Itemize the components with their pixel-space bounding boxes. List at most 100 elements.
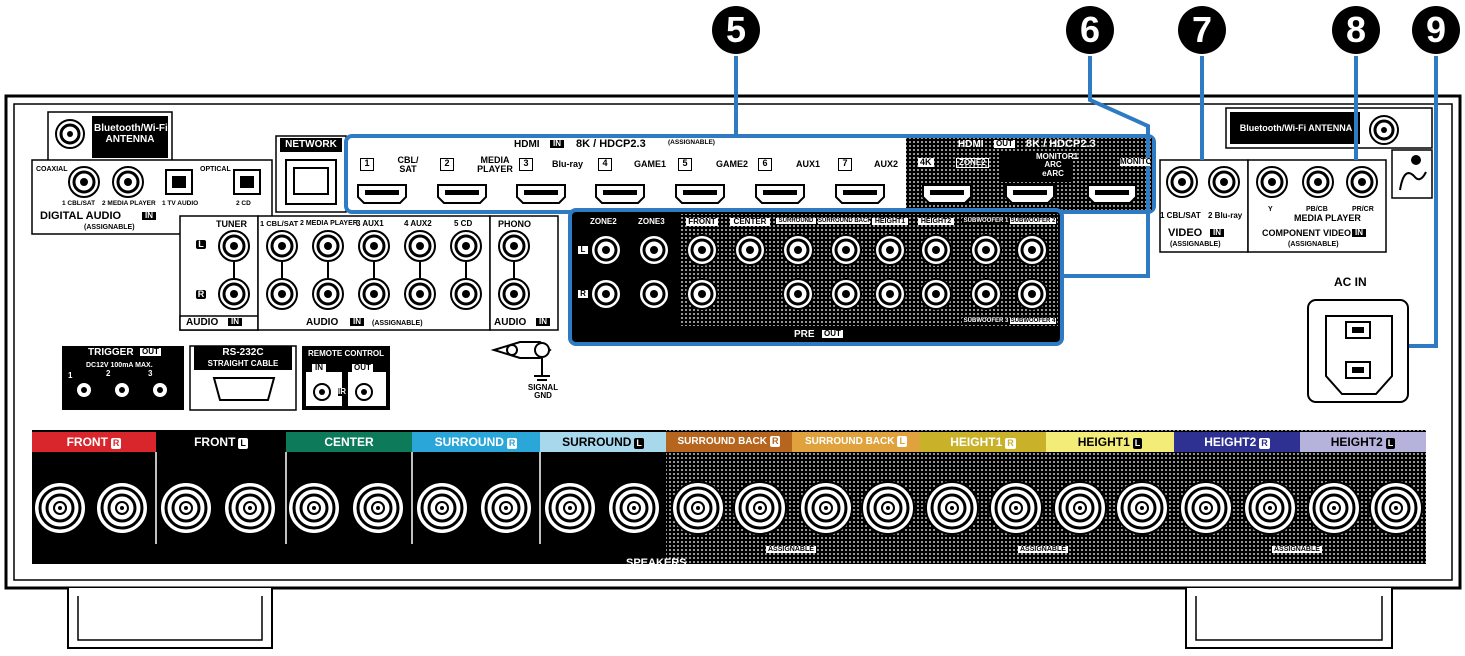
speaker-group-label: HEIGHT1 bbox=[1077, 435, 1130, 449]
digital-port-2: 2 MEDIA PLAYER bbox=[102, 200, 156, 207]
component-sub: (ASSIGNABLE) bbox=[1288, 241, 1339, 248]
audio-port-4: 4 AUX2 bbox=[404, 219, 432, 228]
hdmi-out-title: HDMI bbox=[958, 139, 984, 150]
digital-audio-in-badge: IN bbox=[142, 211, 156, 221]
pre-out-title: PRE bbox=[794, 329, 815, 340]
speakers-title: SPEAKERS bbox=[626, 557, 687, 569]
speaker-group-label: FRONT bbox=[194, 435, 236, 449]
speaker-group-label: HEIGHT1 bbox=[950, 435, 1003, 449]
component-port-y: Y bbox=[1268, 206, 1273, 213]
component-port-pb: PB/CB bbox=[1306, 206, 1328, 213]
trigger-num-3: 3 bbox=[148, 369, 153, 378]
pre-out-badge: OUT bbox=[822, 329, 843, 339]
rs232c-sub: STRAIGHT CABLE bbox=[207, 359, 279, 368]
hdmi-in-title: HDMI bbox=[514, 139, 540, 150]
pre-front: FRONT bbox=[686, 217, 718, 227]
hdmi-port-3-num: 3 bbox=[519, 158, 533, 171]
phono-in-badge: IN bbox=[536, 317, 550, 327]
speaker-group-label: CENTER bbox=[324, 435, 374, 449]
ac-in-label: AC IN bbox=[1334, 275, 1367, 289]
pre-sub2: SUBWOOFER 2 bbox=[1010, 218, 1056, 225]
callout-6: 6 bbox=[1066, 6, 1114, 54]
digital-port-1: 1 CBL/SAT bbox=[62, 200, 96, 207]
trigger-title: TRIGGER bbox=[88, 347, 134, 358]
network-label: NETWORK bbox=[285, 139, 337, 150]
hdmi-port-3-name: Blu-ray bbox=[552, 159, 584, 169]
speaker-side-badge: R bbox=[1005, 438, 1016, 449]
speaker-side-badge: L bbox=[238, 438, 248, 449]
hdmi-in-badge: IN bbox=[550, 139, 564, 149]
speaker-group-label: SURROUND bbox=[434, 435, 504, 449]
remote-ir: IR bbox=[338, 387, 346, 397]
foot-right bbox=[1185, 588, 1393, 649]
optical-label: OPTICAL bbox=[200, 166, 231, 173]
pre-zone-l: L bbox=[578, 245, 588, 255]
video-port-1: 1 CBL/SAT bbox=[1160, 211, 1201, 220]
digital-audio-sub: (ASSIGNABLE) bbox=[84, 224, 135, 231]
video-title: VIDEO bbox=[1168, 227, 1203, 239]
speaker-group-label: HEIGHT2 bbox=[1330, 435, 1383, 449]
speaker-side-badge: R bbox=[1259, 438, 1270, 449]
component-player: MEDIA PLAYER bbox=[1294, 213, 1361, 223]
bt-antenna-label: Bluetooth/Wi-Fi ANTENNA bbox=[94, 123, 168, 145]
speaker-side-badge: L bbox=[1385, 438, 1396, 449]
signal-gnd-label: SIGNAL GND bbox=[527, 383, 559, 401]
pre-sub1: SUBWOOFER 1 bbox=[962, 218, 1010, 225]
hdmi-out-monitor2: MONITOR2 bbox=[1120, 158, 1150, 167]
hdmi-port-4-num: 4 bbox=[598, 158, 612, 171]
pre-surround-back: SURROUND BACK bbox=[818, 218, 870, 225]
video-in-badge: IN bbox=[1210, 228, 1224, 238]
phono-audio: AUDIO bbox=[494, 317, 527, 328]
speaker-group-label: FRONT bbox=[66, 435, 108, 449]
remote-out: OUT bbox=[352, 363, 373, 373]
coaxial-label: COAXIAL bbox=[36, 166, 68, 173]
callout-5: 5 bbox=[712, 6, 760, 54]
audio-port-5: 5 CD bbox=[454, 219, 473, 228]
pre-zone-r: R bbox=[578, 289, 588, 299]
tuner-right-badge: R bbox=[196, 289, 206, 300]
trigger-num-1: 1 bbox=[68, 371, 73, 380]
speaker-side-badge: L bbox=[897, 436, 907, 447]
hdmi-in-spec: 8K / HDCP2.3 bbox=[576, 138, 646, 150]
hdmi-port-6-name: AUX1 bbox=[796, 159, 821, 169]
remote-title: REMOTE CONTROL bbox=[308, 349, 384, 358]
speaker-group-header: CENTER bbox=[286, 432, 412, 452]
trigger-out-badge: OUT bbox=[140, 347, 161, 357]
pre-sub4: SUBWOOFER 4 bbox=[1010, 318, 1056, 325]
hdmi-out-zone2: ZONE2 bbox=[956, 158, 989, 169]
tuner-title: TUNER bbox=[216, 219, 247, 229]
callout-7: 7 bbox=[1178, 6, 1226, 54]
hdmi-port-2-name: MEDIA PLAYER bbox=[477, 155, 513, 175]
hdmi-port-1-name: CBL/ SAT bbox=[397, 155, 419, 175]
speaker-group-label: HEIGHT2 bbox=[1204, 435, 1257, 449]
digital-audio-title: DIGITAL AUDIO bbox=[40, 210, 122, 222]
speaker-group-label: SURROUND BACK bbox=[805, 436, 895, 447]
hdmi-port-4-name: GAME1 bbox=[634, 159, 667, 169]
video-sub: (ASSIGNABLE) bbox=[1170, 241, 1221, 248]
foot-left bbox=[67, 588, 273, 649]
speaker-side-badge: L bbox=[634, 438, 644, 449]
audio-port-1: 1 CBL/SAT bbox=[260, 219, 299, 228]
speaker-side-badge: R bbox=[506, 438, 518, 449]
component-in-badge: IN bbox=[1352, 228, 1366, 238]
hdmi-port-2-num: 2 bbox=[440, 158, 454, 171]
hdmi-port-7-name: AUX2 bbox=[874, 159, 899, 169]
video-port-2: 2 Blu-ray bbox=[1208, 211, 1243, 220]
audio-in-badge: IN bbox=[350, 317, 364, 327]
rs232c-title: RS-232C bbox=[222, 347, 264, 358]
component-title: COMPONENT VIDEO bbox=[1262, 228, 1352, 238]
trigger-spec: DC12V 100mA MAX. bbox=[86, 362, 153, 369]
assignable-label-2: ASSIGNABLE bbox=[1018, 546, 1068, 554]
tuner-left-badge: L bbox=[196, 239, 206, 250]
tuner-in-badge: IN bbox=[228, 317, 242, 327]
phono-title: PHONO bbox=[498, 219, 532, 229]
hdmi-out-badge: OUT bbox=[994, 139, 1015, 149]
